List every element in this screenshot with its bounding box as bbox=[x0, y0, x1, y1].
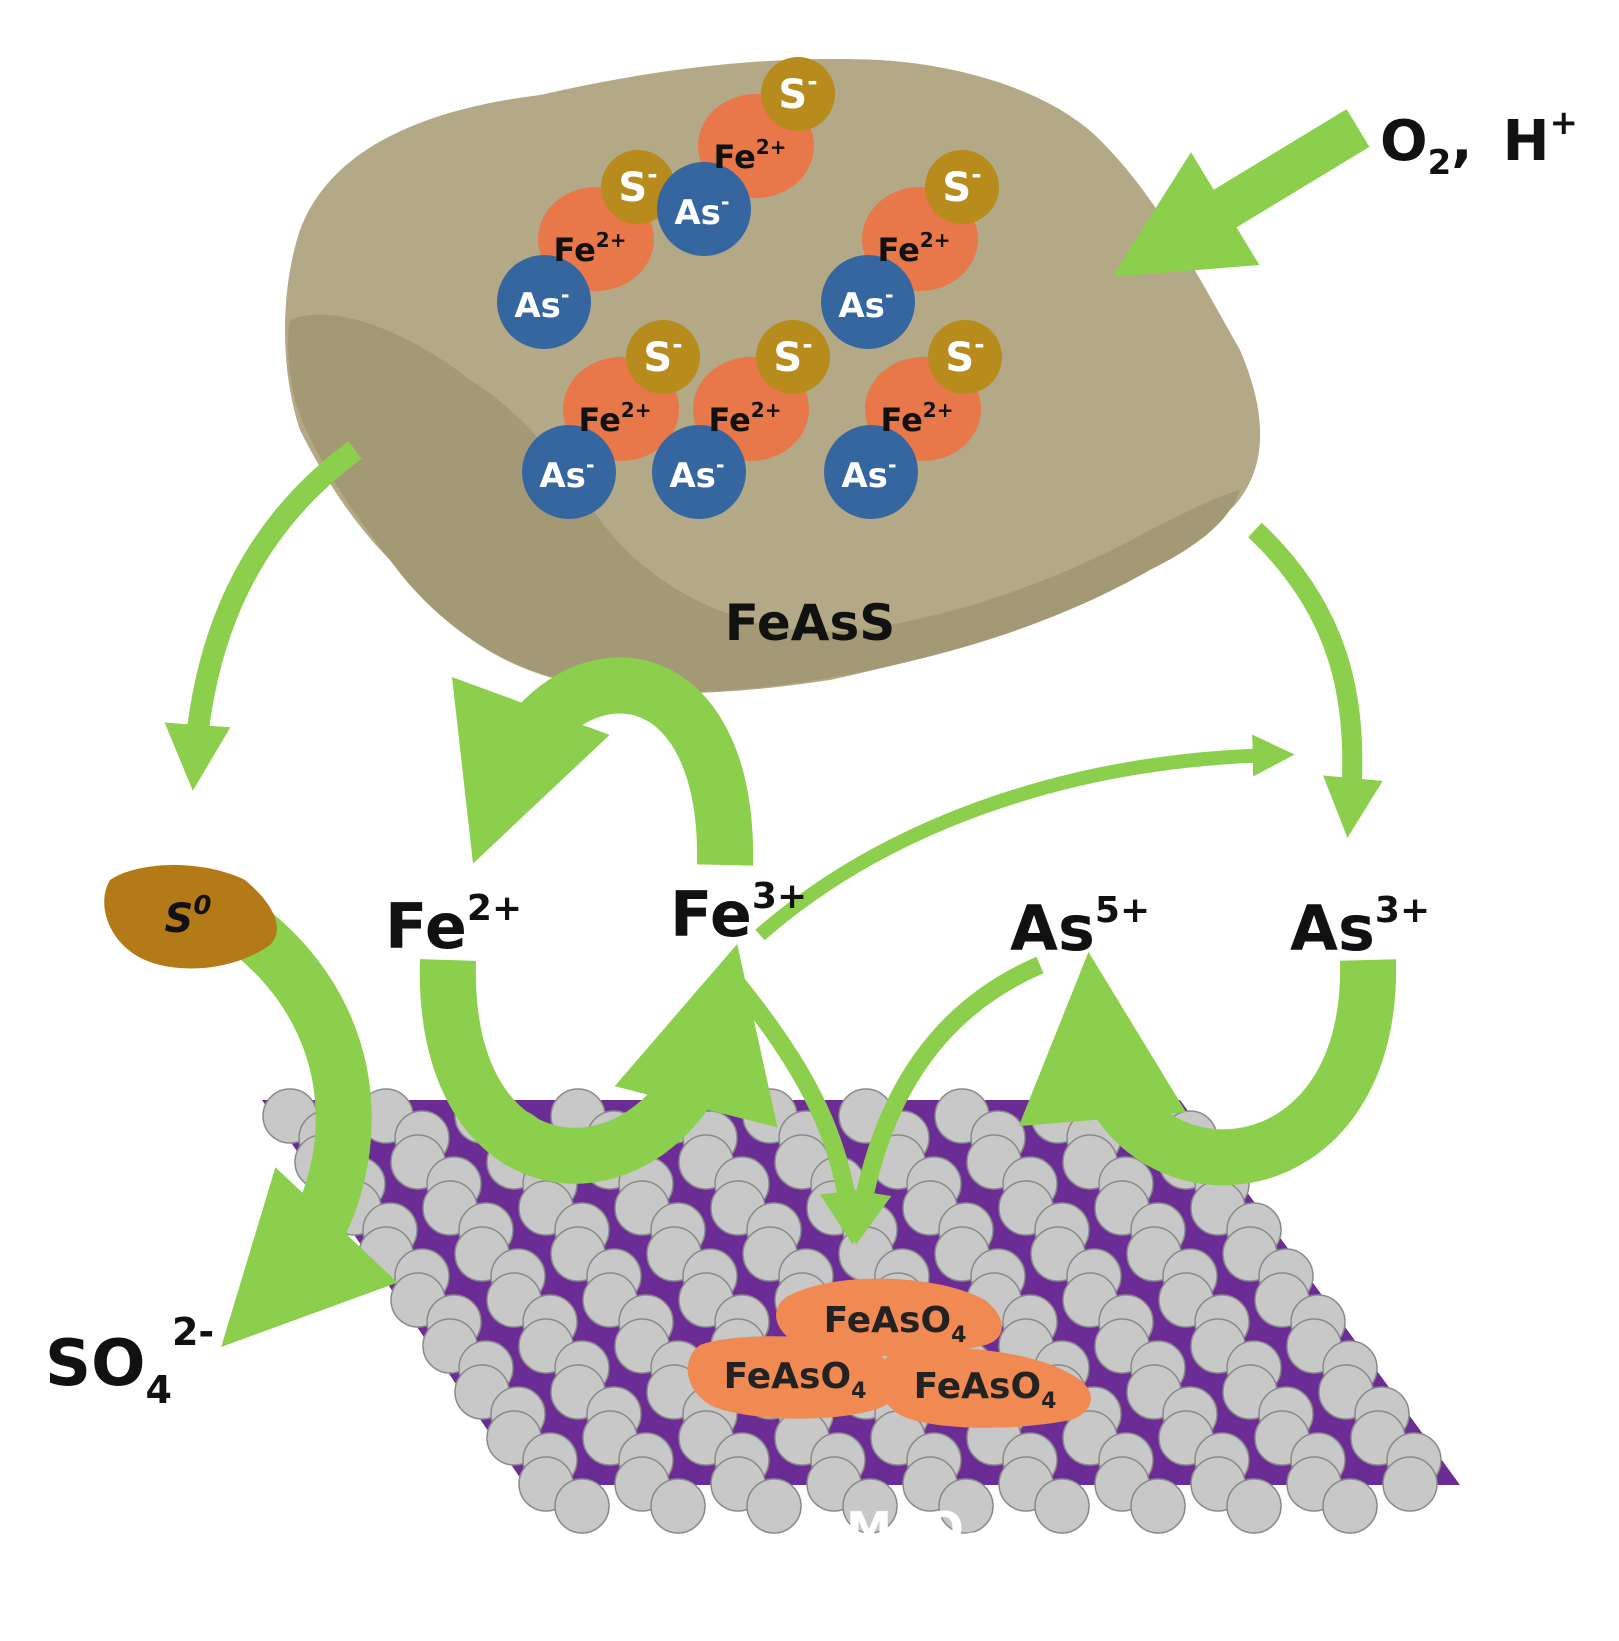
fe-atom-label: Fe2+ bbox=[579, 398, 652, 439]
fe-atom-label: Fe2+ bbox=[709, 398, 782, 439]
rock-to-as3-arrow bbox=[1248, 522, 1383, 838]
oxygen-atom bbox=[1382, 1456, 1438, 1512]
s-atom bbox=[925, 150, 999, 224]
as-atom-label: As- bbox=[539, 453, 594, 496]
oxide-label: δ-MnO2 bbox=[795, 1502, 984, 1563]
oxygen-atom bbox=[746, 1478, 802, 1534]
fe-atom-label: Fe2+ bbox=[554, 228, 627, 269]
fe3-to-fe2-loop-arrow bbox=[452, 657, 754, 866]
oxygen-atom bbox=[938, 1478, 994, 1534]
as-atom-label: As- bbox=[514, 283, 569, 326]
as-atom bbox=[657, 162, 751, 256]
feaso4-product: FeAsO4 bbox=[776, 1278, 1002, 1357]
as-atom-label: As- bbox=[838, 283, 893, 326]
as-atom bbox=[824, 425, 918, 519]
s-atom bbox=[928, 320, 1002, 394]
fe3-to-as3-arrow bbox=[755, 734, 1295, 941]
oxygen-atom bbox=[1130, 1478, 1186, 1534]
as3-to-as5-loop-arrow bbox=[1018, 951, 1397, 1186]
oxygen-atom bbox=[1322, 1478, 1378, 1534]
fe2-ion-label: Fe2+ bbox=[385, 888, 522, 963]
oxygen-atom bbox=[1034, 1478, 1090, 1534]
as5-to-surface-arrow bbox=[838, 956, 1044, 1245]
s-atom-label: S- bbox=[618, 160, 657, 211]
mineral-label: FeAsS bbox=[725, 594, 896, 652]
product-blob bbox=[776, 1278, 1002, 1357]
as-atom bbox=[652, 425, 746, 519]
oxygen-atom bbox=[554, 1478, 610, 1534]
rock-shadow bbox=[287, 314, 1241, 693]
sulfur-label: S0 bbox=[165, 891, 212, 942]
product-blob bbox=[877, 1348, 1091, 1428]
s-atom-label: S- bbox=[773, 330, 812, 381]
as3-ion-label: As3+ bbox=[1290, 890, 1430, 965]
as-atom bbox=[497, 255, 591, 349]
oxygen-atom bbox=[1226, 1478, 1282, 1534]
fe-atom-label: Fe2+ bbox=[881, 398, 954, 439]
oxidant-label: O2,H+ bbox=[1380, 103, 1578, 183]
oxygen-atom bbox=[650, 1478, 706, 1534]
as-atom-label: As- bbox=[669, 453, 724, 496]
fe-atom-label: Fe2+ bbox=[714, 135, 787, 176]
sulfate-label: SO42- bbox=[45, 1310, 214, 1412]
fe3-ion-label: Fe3+ bbox=[670, 876, 807, 951]
fe-atom-label: Fe2+ bbox=[878, 228, 951, 269]
as-atom bbox=[821, 255, 915, 349]
rock-to-sulfur-arrow bbox=[164, 441, 362, 791]
as-atom-label: As- bbox=[674, 190, 729, 233]
sulfur-particle: S0 bbox=[104, 865, 277, 969]
product-label: FeAsO4 bbox=[914, 1366, 1057, 1414]
feass-atoms: S- Fe2+ As- S- Fe2+ As- S- Fe2+ As- S- Fe2+ As- S- Fe… bbox=[497, 57, 1002, 519]
feaso4-product: FeAsO4 bbox=[687, 1336, 897, 1419]
sulfur-to-sulfate-arrow bbox=[221, 913, 398, 1348]
s-atom-label: S- bbox=[778, 67, 817, 118]
feaso4-products: FeAsO4 FeAsO4 FeAsO4 bbox=[687, 1278, 1091, 1428]
sulfur-blob bbox=[104, 865, 277, 969]
as-atom-label: As- bbox=[841, 453, 896, 496]
fe2-to-fe3-loop-arrow bbox=[419, 944, 778, 1184]
feass-particle: S- Fe2+ As- S- Fe2+ As- S- Fe2+ As- S- Fe2+ As- S- Fe… bbox=[285, 57, 1261, 694]
as-atom bbox=[522, 425, 616, 519]
oxygen-atom bbox=[842, 1478, 898, 1534]
s-atom bbox=[626, 320, 700, 394]
s-atom bbox=[756, 320, 830, 394]
oxidant-arrow bbox=[1112, 109, 1370, 277]
feaso4-product: FeAsO4 bbox=[877, 1348, 1091, 1428]
s-atom-label: S- bbox=[945, 330, 984, 381]
s-atom bbox=[761, 57, 835, 131]
product-label: FeAsO4 bbox=[824, 1300, 967, 1348]
as5-ion-label: As5+ bbox=[1010, 890, 1150, 965]
product-label: FeAsO4 bbox=[724, 1356, 867, 1404]
product-blob bbox=[687, 1336, 897, 1419]
s-atom bbox=[601, 150, 675, 224]
fe3-to-surface-arrow bbox=[723, 969, 874, 1246]
s-atom-label: S- bbox=[942, 160, 981, 211]
s-atom-label: S- bbox=[643, 330, 682, 381]
reaction-arrows bbox=[164, 109, 1397, 1348]
